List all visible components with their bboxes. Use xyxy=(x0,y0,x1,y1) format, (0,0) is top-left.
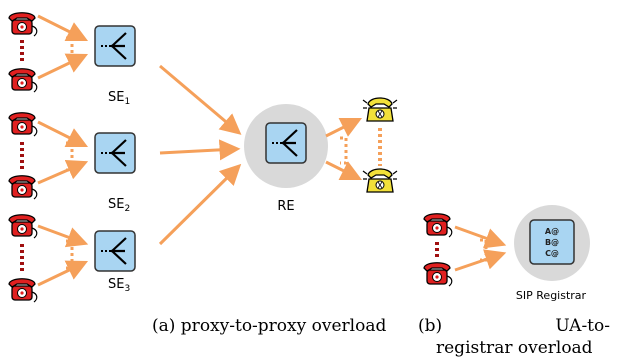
request-arrow xyxy=(37,159,89,185)
request-arrow xyxy=(37,53,89,80)
ua-phone-icon xyxy=(423,213,453,238)
arrows-ellipsis xyxy=(66,141,74,172)
request-arrow xyxy=(37,260,89,287)
arrows-ellipsis xyxy=(66,36,74,64)
registrar-entry: A@ xyxy=(545,227,559,236)
registrar-entry: B@ xyxy=(545,238,559,247)
se3-label: SE3 xyxy=(108,277,130,294)
client-phone-icon xyxy=(8,214,38,239)
registrar-label: SIP Registrar xyxy=(516,289,587,302)
register-arrow xyxy=(454,249,507,272)
proxy-server-icon xyxy=(93,24,137,68)
caption-b-text: UA-to- xyxy=(555,316,610,336)
caption-a: (a) proxy-to-proxy overload xyxy=(152,316,387,336)
registrar-server-icon xyxy=(529,219,575,265)
proxy-server-icon xyxy=(93,131,137,175)
forward-arrow xyxy=(325,117,363,138)
client-phone-icon xyxy=(8,12,38,37)
proxy-server-icon xyxy=(264,121,308,165)
arrows-ellipsis xyxy=(340,136,348,165)
callee-phone-icon xyxy=(362,97,398,122)
caption-b-line2: registrar overload xyxy=(436,338,593,358)
proxy-server-icon xyxy=(93,229,137,273)
forward-arrow xyxy=(159,139,241,161)
forward-arrow xyxy=(325,160,363,181)
request-arrow xyxy=(37,14,89,42)
registrar-entry: C@ xyxy=(545,249,559,258)
client-phone-icon xyxy=(8,175,38,200)
client-phone-icon xyxy=(8,68,38,93)
request-arrow xyxy=(37,224,89,248)
ua-phone-icon xyxy=(423,262,453,287)
arrows-ellipsis xyxy=(66,239,74,270)
se1-label: SE1 xyxy=(108,90,130,107)
forward-arrow xyxy=(159,64,242,135)
forward-arrow xyxy=(158,163,242,246)
register-arrow xyxy=(454,225,507,249)
caption-b-label: (b) xyxy=(418,316,443,336)
se2-label: SE2 xyxy=(108,197,130,214)
request-arrow xyxy=(37,120,89,148)
callee-phone-icon xyxy=(362,168,398,193)
client-phone-icon xyxy=(8,112,38,137)
client-phone-icon xyxy=(8,278,38,303)
arrows-ellipsis xyxy=(480,238,488,262)
re-label: RE xyxy=(277,199,294,214)
